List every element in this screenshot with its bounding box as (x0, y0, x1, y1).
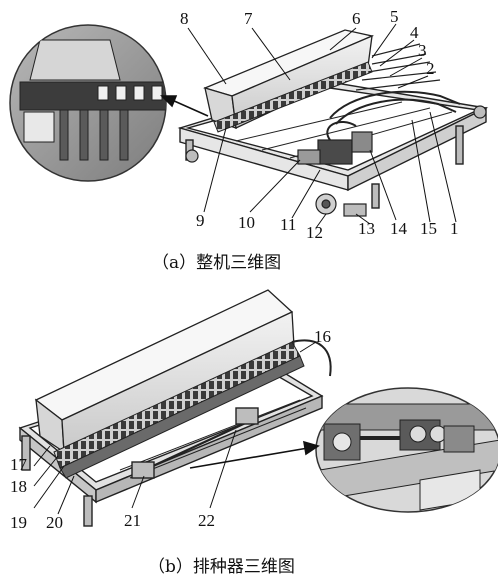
callout-20: 20 (46, 513, 63, 532)
callout-21: 21 (124, 511, 141, 530)
casters-a (185, 105, 487, 217)
callout-16: 16 (314, 327, 331, 346)
caption-a: （a）整机三维图 (152, 253, 282, 273)
figure-a-drawing: 8 7 6 5 4 3 2 9 10 11 12 13 14 15 1 (9, 7, 489, 242)
callout-18: 18 (10, 477, 27, 496)
zoom-detail-b (315, 387, 498, 513)
caption-b: （b）排种器三维图 (148, 557, 295, 577)
curved-tube-b (291, 339, 332, 377)
shafts-a (355, 43, 441, 91)
callout-12: 12 (306, 223, 323, 242)
leader-lines-b (33, 341, 317, 515)
callout-7: 7 (244, 9, 253, 28)
motor-gearbox-a (297, 131, 373, 165)
metering-chain-a (213, 61, 373, 133)
callout-8: 8 (180, 9, 189, 28)
zoom-arrow-b (189, 440, 320, 469)
callout-1: 1 (450, 219, 459, 238)
callouts-b: 16 17 18 19 20 21 22 (10, 327, 331, 532)
callout-3: 3 (418, 41, 427, 60)
zoom-arrow-a (160, 95, 209, 117)
leader-lines-a (187, 23, 457, 229)
callout-19: 19 (10, 513, 27, 532)
callout-13: 13 (358, 219, 375, 238)
callout-4: 4 (410, 23, 419, 42)
callout-14: 14 (390, 219, 408, 238)
callout-10: 10 (238, 213, 255, 232)
metering-units-b (53, 341, 305, 479)
figure-b-drawing: 16 17 18 19 20 21 22 (10, 289, 498, 532)
callouts-a: 8 7 6 5 4 3 2 9 10 11 12 13 14 15 1 (180, 7, 459, 242)
callout-5: 5 (390, 7, 399, 26)
callout-9: 9 (196, 211, 205, 230)
callout-15: 15 (420, 219, 437, 238)
callout-6: 6 (352, 9, 361, 28)
callout-11: 11 (280, 215, 296, 234)
seed-hopper-b (34, 289, 295, 454)
tube-assembly-a (326, 90, 461, 141)
callout-17: 17 (10, 455, 28, 474)
zoom-detail-a (9, 24, 167, 182)
callout-2: 2 (426, 59, 435, 78)
callout-22: 22 (198, 511, 215, 530)
